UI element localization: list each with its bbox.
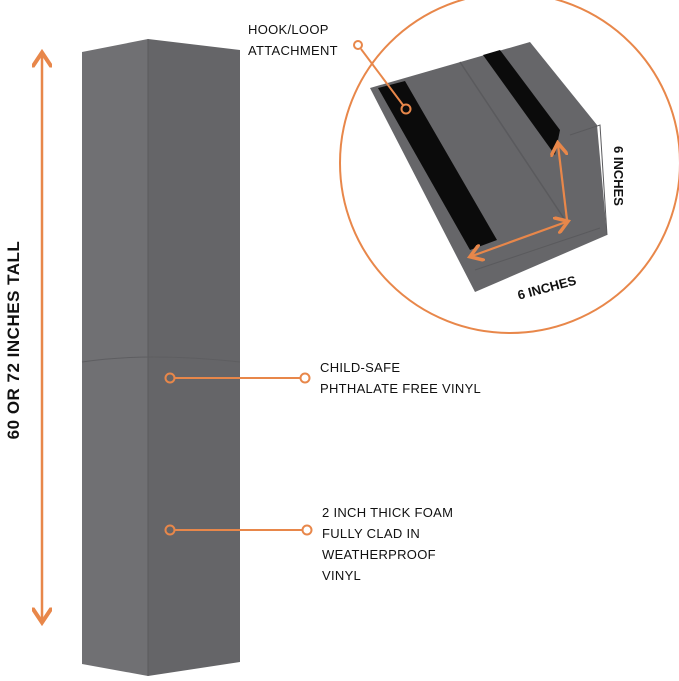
depth-arrow — [558, 145, 569, 221]
callout-foam-line1: 2 INCH THICK FOAM — [322, 505, 453, 520]
callout-vinyl-line2: PHTHALATE FREE VINYL — [320, 381, 481, 396]
width-arrow — [472, 222, 566, 256]
callout-foam: 2 INCH THICK FOAM FULLY CLAD IN WEATHERP… — [164, 505, 453, 583]
callout-hook-loop-line1: HOOK/LOOP — [248, 22, 329, 37]
callout-hook-loop: HOOK/LOOP ATTACHMENT — [248, 22, 412, 115]
detail-inset: 6 INCHES 6 INCHES — [339, 0, 679, 334]
hook-loop-strip — [378, 81, 497, 250]
hook-loop-strip — [483, 50, 560, 155]
pillar-pad — [81, 39, 241, 676]
callout-vinyl-line1: CHILD-SAFE — [320, 360, 400, 375]
callout-vinyl: CHILD-SAFE PHTHALATE FREE VINYL — [164, 360, 481, 396]
callout-hook-loop-line2: ATTACHMENT — [248, 43, 338, 58]
depth-label: 6 INCHES — [611, 146, 626, 206]
callout-foam-line4: VINYL — [322, 568, 361, 583]
height-label: 60 OR 72 INCHES TALL — [4, 241, 23, 440]
callout-foam-line3: WEATHERPROOF — [322, 547, 436, 562]
callout-foam-line2: FULLY CLAD IN — [322, 526, 420, 541]
